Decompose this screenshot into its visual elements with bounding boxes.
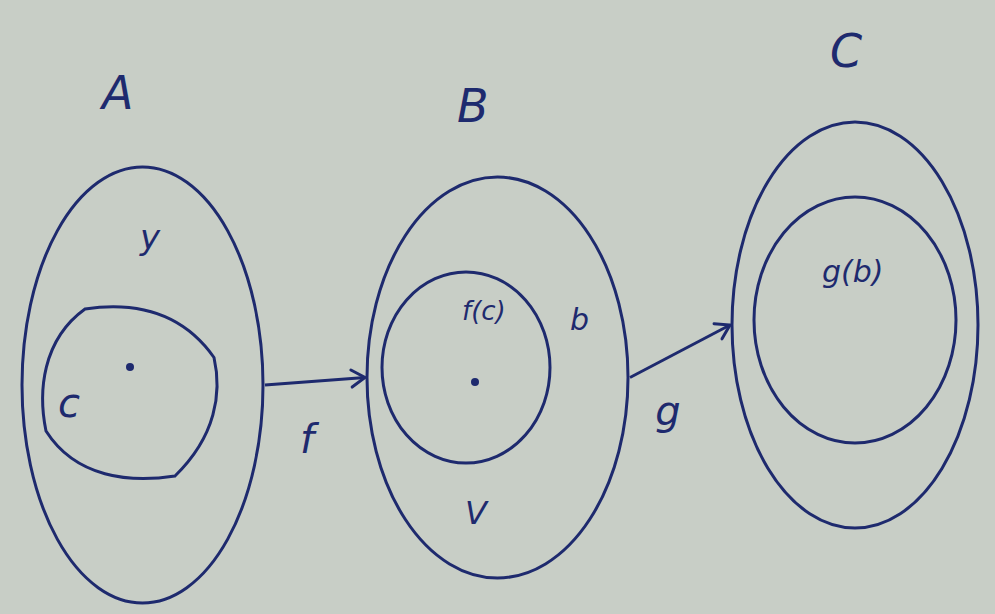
element-label: g(b) (822, 257, 884, 287)
mapping-arrow (630, 324, 730, 378)
function-name: f (298, 419, 316, 459)
set-oval: Ayc (20, 165, 265, 605)
mapping-arrow (265, 370, 365, 387)
outline-shape (730, 120, 980, 530)
outline-shape (752, 195, 958, 445)
set-oval: Cg(b) (730, 120, 980, 530)
element-label: f(c) (462, 298, 506, 324)
image-circle: f(c) (380, 270, 552, 465)
point-label: b (568, 305, 591, 335)
element-label: V (465, 497, 487, 529)
set-name: C (830, 28, 862, 74)
set-oval: BVf(c) (365, 175, 630, 580)
set-name: B (457, 83, 489, 129)
set-name: A (102, 70, 133, 116)
element-label: c (58, 383, 80, 423)
function-name: g (653, 391, 682, 431)
subset-blob: c (40, 305, 220, 480)
element-label: y (140, 220, 160, 254)
image-circle: g(b) (752, 195, 958, 445)
outline-shape (365, 175, 630, 580)
